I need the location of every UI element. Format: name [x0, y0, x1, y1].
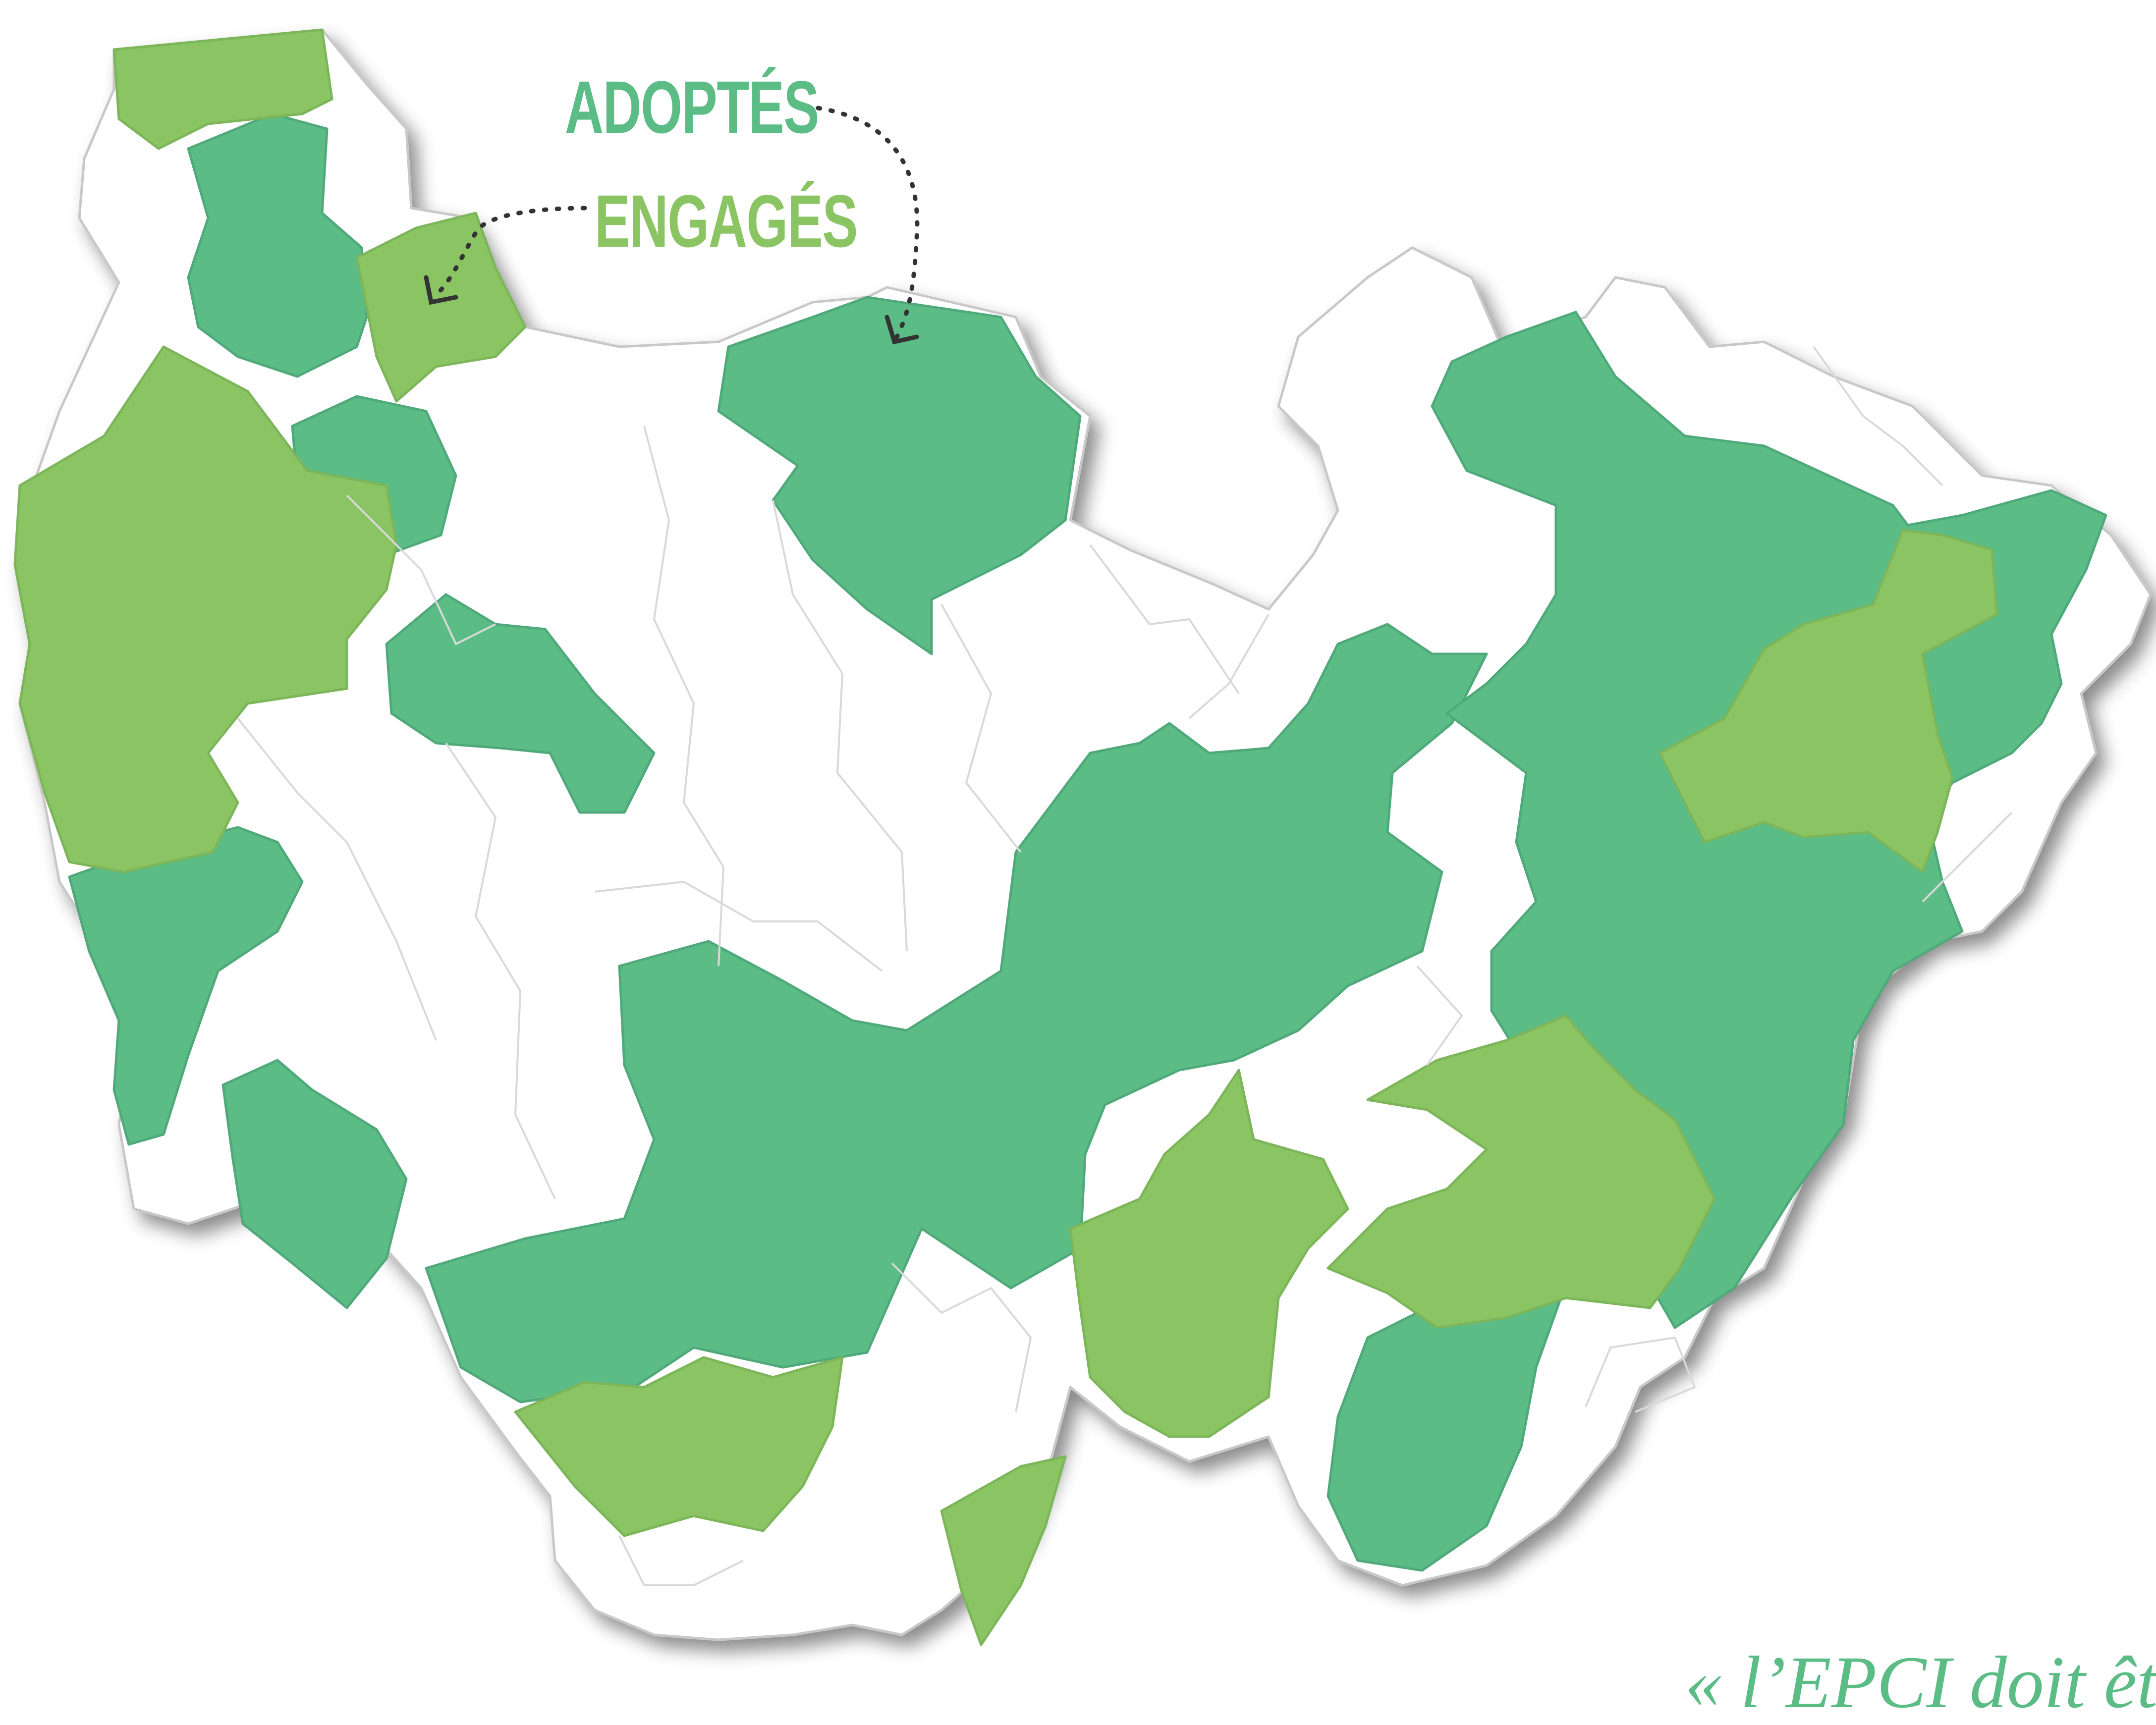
- region-adopted: [187, 112, 368, 378]
- region-adopted: [68, 826, 304, 1146]
- engaged-regions: [13, 28, 1998, 1646]
- adopted-arrowhead: [885, 315, 919, 345]
- region-engaged: [1069, 1069, 1349, 1438]
- region-map: [13, 28, 2152, 1646]
- region-engaged: [355, 212, 527, 403]
- engaged-arrowhead: [424, 275, 458, 305]
- subdivision-lines: [237, 346, 2013, 1586]
- region-adopted: [425, 623, 1488, 1403]
- legend-engaged-label: ENGAGÉS: [595, 179, 858, 263]
- region-engaged: [13, 345, 398, 873]
- region-engaged: [112, 28, 333, 150]
- region-engaged: [1327, 1014, 1716, 1329]
- region-engaged: [514, 1356, 844, 1537]
- adopted-arrow: [803, 104, 920, 339]
- region-engaged: [1658, 529, 1998, 873]
- legend-adopted-label: ADOPTÉS: [565, 65, 819, 149]
- engaged-arrow: [431, 206, 587, 300]
- region-engaged: [940, 1455, 1067, 1646]
- region-adopted: [717, 296, 1082, 655]
- footer-quote-text: « l’EPCI doit être: [1685, 1641, 2156, 1724]
- region-adopted: [221, 1059, 408, 1309]
- legend-arrows: [424, 104, 920, 345]
